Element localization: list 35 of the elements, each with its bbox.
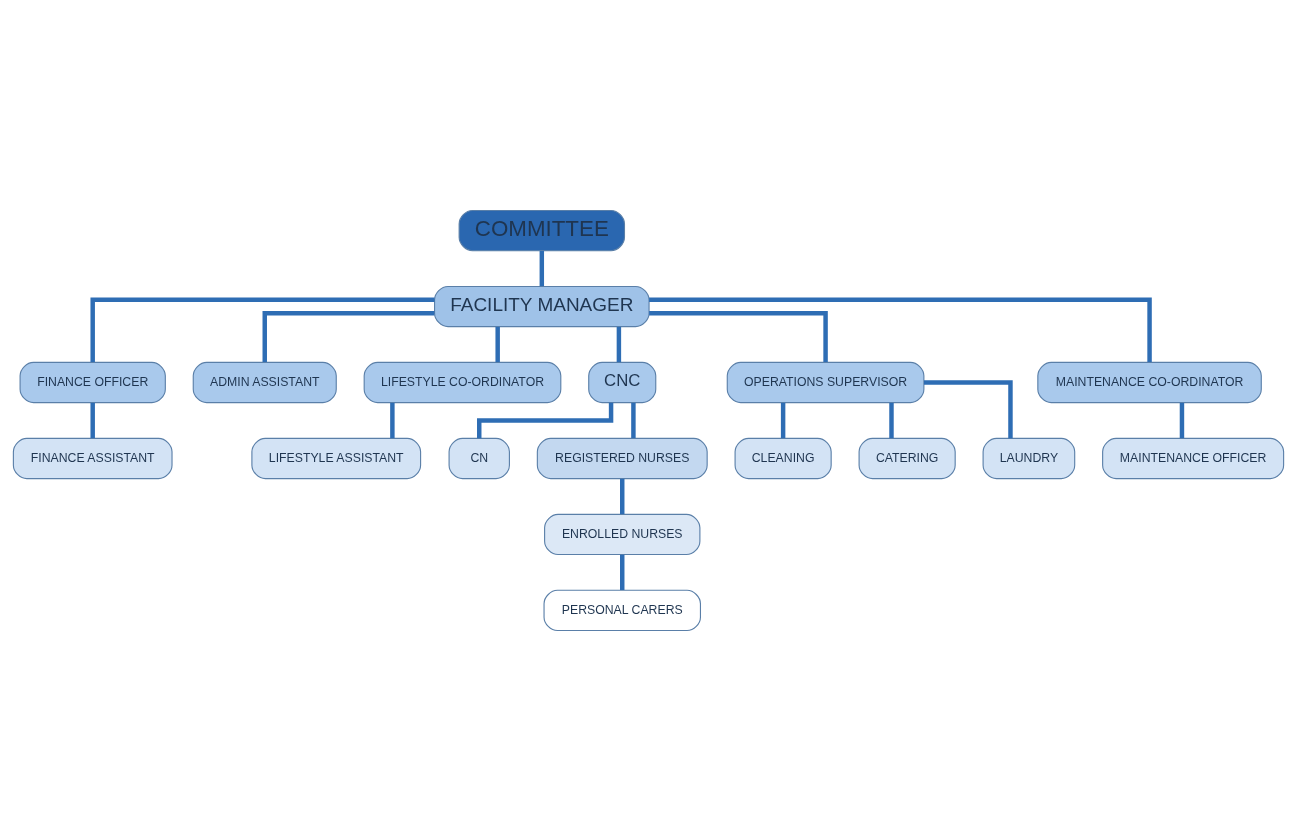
node-box: ENROLLED NURSES [544, 513, 701, 555]
connector [616, 326, 622, 362]
connector [649, 297, 1152, 362]
node-box: FINANCE OFFICER [19, 361, 166, 403]
node-box: REGISTERED NURSES [536, 437, 708, 479]
connector [539, 250, 545, 286]
node-box: LAUNDRY [982, 437, 1076, 479]
connector [780, 402, 786, 438]
connector [262, 310, 435, 362]
node-box: MAINTENANCE OFFICER [1102, 437, 1285, 479]
connector [889, 402, 894, 438]
node-box: FINANCE ASSISTANT [12, 437, 173, 479]
node-box: CLEANING [734, 437, 832, 479]
connector [631, 402, 636, 438]
connector [620, 554, 625, 590]
connector [649, 310, 828, 362]
connector [90, 402, 95, 438]
connector [620, 478, 625, 514]
node-box: MAINTENANCE CO-ORDINATOR [1037, 361, 1262, 403]
connector [495, 326, 500, 362]
node-box: OPERATIONS SUPERVISOR [726, 361, 925, 403]
connector [390, 402, 395, 438]
connector [90, 297, 435, 362]
node-box: PERSONAL CARERS [543, 589, 701, 631]
connector [477, 402, 614, 438]
connector [1179, 402, 1185, 438]
node-box: CATERING [858, 437, 956, 479]
node-box: CNC [588, 361, 657, 403]
connector [924, 379, 1013, 438]
node-box: FACILITY MANAGER [434, 285, 650, 327]
node-box: LIFESTYLE ASSISTANT [251, 437, 422, 479]
node-box: LIFESTYLE CO-ORDINATOR [363, 361, 562, 403]
node-box: COMMITTEE [458, 209, 626, 251]
node-box: ADMIN ASSISTANT [192, 361, 337, 403]
node-box: CN [448, 437, 510, 479]
